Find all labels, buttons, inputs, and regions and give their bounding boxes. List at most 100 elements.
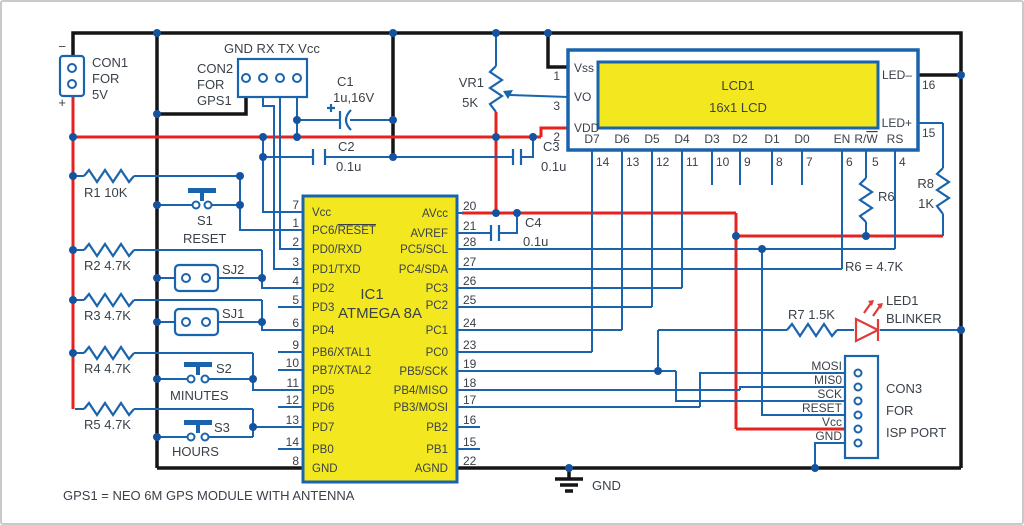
svg-text:0.1u: 0.1u [523,234,548,249]
resistor-r6 [858,177,874,223]
svg-text:6: 6 [292,316,299,330]
svg-text:PD3: PD3 [312,302,334,314]
sj1-label: SJ1 [222,306,244,321]
svg-text:PC5/SCL: PC5/SCL [400,244,449,256]
con3-connector [843,354,880,460]
svg-text:13: 13 [286,413,300,427]
svg-text:4: 4 [899,155,906,169]
con1-plus-label: + [58,95,66,110]
gps1-note: GPS1 = NEO 6M GPS MODULE WITH ANTENNA [63,488,355,503]
ic1-part: ATMEGA 8A [338,305,422,322]
resistor-r3 [83,292,135,308]
lcd1-display: LCD1 16x1 LCD Vss VO VDD 1 3 2 LED– LED+… [553,48,936,169]
con3-reset-label: RESET [802,401,843,415]
svg-text:PC3: PC3 [426,283,448,295]
svg-text:8: 8 [776,155,783,169]
lcd1-name: LCD1 [721,78,754,93]
con2-connector [236,57,309,99]
resistor-r8 [935,167,951,215]
svg-text:D2: D2 [732,132,748,146]
lcd1-type: 16x1 LCD [709,100,767,115]
svg-text:0.1u: 0.1u [541,159,566,174]
svg-text:RS: RS [887,132,904,146]
svg-text:PD2: PD2 [312,283,334,295]
resistor-r4 [83,345,135,361]
s1-label: S1 [197,213,213,228]
jumper-sj2 [173,263,220,293]
svg-text:LED–: LED– [882,68,912,82]
svg-text:VO: VO [574,90,591,104]
con3-gnd-label: GND [815,429,842,443]
con2-label: CON2 [197,61,233,76]
svg-text:D4: D4 [674,132,690,146]
svg-text:16: 16 [922,78,936,92]
svg-text:1u,16V: 1u,16V [333,90,375,105]
signal-wiring [75,33,961,468]
con1-label: CON1 [92,55,128,70]
svg-text:7: 7 [806,155,813,169]
gnd-label: GND [592,478,621,493]
svg-text:2: 2 [292,235,299,249]
svg-text:LED+: LED+ [882,116,912,130]
svg-text:PB2: PB2 [426,422,448,434]
con1-connector [58,54,86,98]
svg-text:11: 11 [287,376,300,390]
svg-text:FOR: FOR [886,403,913,418]
svg-text:PD0/RXD: PD0/RXD [312,244,362,256]
c4-label: C4 [525,215,542,230]
c3-label: C3 [543,139,560,154]
svg-text:PB3/MOSI: PB3/MOSI [394,402,448,414]
svg-text:22: 22 [463,454,477,468]
svg-text:PD5: PD5 [312,385,334,397]
svg-text:FOR: FOR [92,71,119,86]
svg-text:11: 11 [686,155,699,169]
svg-text:R/W: R/W [854,132,878,146]
svg-text:PC6/RESET: PC6/RESET [312,225,376,237]
svg-text:D6: D6 [614,132,630,146]
con3-sck-label: SCK [817,387,842,401]
r7-label: R7 1.5K [788,307,835,322]
resistor-r1 [83,168,135,184]
svg-text:28: 28 [463,235,477,249]
resistor-r7 [786,322,838,338]
vr1-label: VR1 [459,75,484,90]
svg-text:PD6: PD6 [312,402,334,414]
capacitor-c4 [489,225,501,241]
led-led1 [854,300,883,343]
svg-text:9: 9 [744,155,751,169]
svg-text:AGND: AGND [415,463,448,475]
svg-text:PB1: PB1 [426,444,448,456]
switch-s2 [184,362,212,384]
svg-text:14: 14 [286,435,300,449]
svg-text:19: 19 [463,357,477,371]
svg-text:20: 20 [463,199,477,213]
svg-text:D0: D0 [794,132,810,146]
resistor-r2 [83,242,135,258]
svg-text:PD1/TXD: PD1/TXD [312,264,361,276]
svg-text:FOR: FOR [197,77,224,92]
ic1-name: IC1 [360,286,383,303]
svg-text:16: 16 [463,413,477,427]
r6-label: R6 [878,189,895,204]
svg-text:25: 25 [463,293,477,307]
svg-text:PC1: PC1 [426,325,448,337]
svg-text:HOURS: HOURS [172,444,219,459]
capacitor-c1 [327,104,352,131]
svg-text:D5: D5 [644,132,660,146]
svg-text:9: 9 [292,338,299,352]
c2-label: C2 [338,139,355,154]
svg-text:13: 13 [626,155,640,169]
svg-text:3: 3 [553,99,560,113]
svg-text:7: 7 [292,198,299,212]
svg-text:10: 10 [716,155,730,169]
svg-text:17: 17 [463,393,477,407]
switch-s1 [188,188,216,210]
r5-label: R5 4.7K [84,417,131,432]
svg-text:PC4/SDA: PC4/SDA [399,264,449,276]
ic1-atmega8a: IC1 ATMEGA 8A Vcc PC6/RESET PD0/RXD PD1/… [286,194,477,484]
svg-text:5V: 5V [92,87,108,102]
sj2-label: SJ2 [222,262,244,277]
resistor-r5 [83,401,135,417]
svg-text:MINUTES: MINUTES [170,388,229,403]
